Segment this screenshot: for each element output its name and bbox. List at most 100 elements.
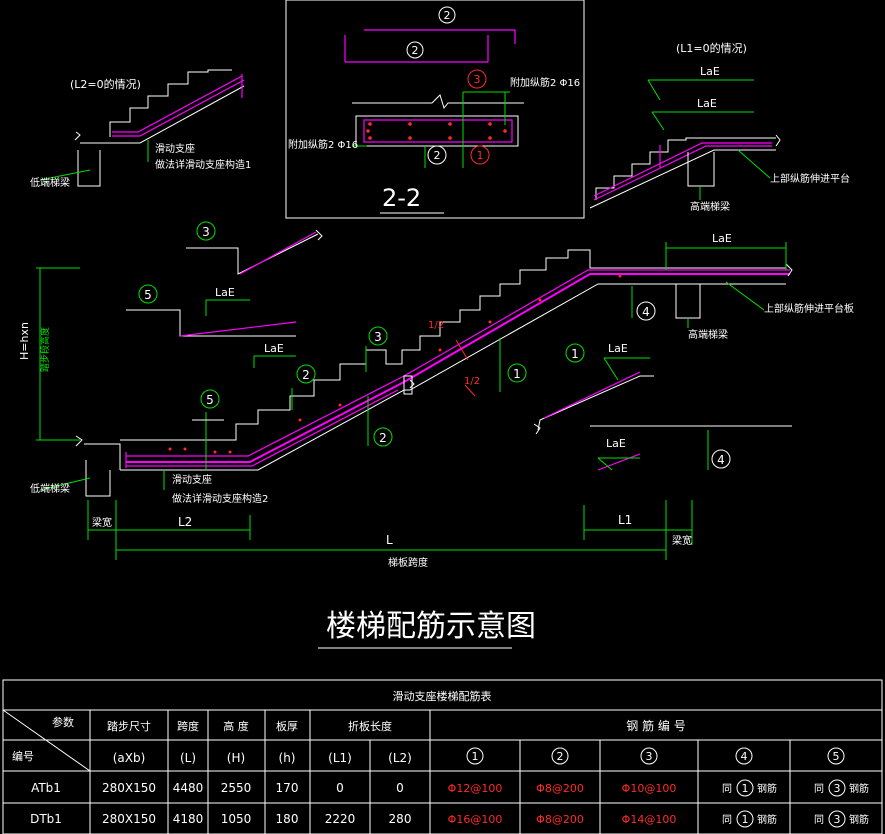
row-bar-4-post: 钢筋 <box>757 782 777 795</box>
hdr-mark-3: 3 <box>646 750 653 763</box>
upper-bar-platform-plate-label: 上部纵筋伸进平台板 <box>764 302 854 315</box>
row-bar-5-mark: 3 <box>834 813 841 826</box>
upper-bar-platform-label: 上部纵筋伸进平台 <box>770 172 850 185</box>
stair-detail-l1-zero: (L1=0的情况) LaE LaE 上部纵筋伸进平台 高端梯梁 <box>589 41 850 213</box>
height-label: H=hxn <box>18 322 31 360</box>
mark-1-main: 1 <box>513 367 521 381</box>
hdr-span: 跨度 <box>177 719 199 733</box>
main-rebar-dots <box>168 274 622 454</box>
table-row: DTb1 280X150 4180 1050 180 2220 280 Φ16@… <box>30 810 869 828</box>
span-l2-label: L2 <box>178 515 192 529</box>
lae-right-a: LaE <box>608 342 628 355</box>
mark-3-top: 3 <box>202 225 210 239</box>
hdr-mark-4: 4 <box>741 750 748 763</box>
row-span: 4180 <box>173 812 204 826</box>
note-l2-zero: (L2=0的情况) <box>70 77 141 91</box>
high-beam-label-b: 高端梯梁 <box>688 328 728 341</box>
hdr-fold-l2: (L2) <box>388 751 412 765</box>
hdr-height: 高 度 <box>223 719 249 733</box>
slide-detail-2: 做法详滑动支座构造2 <box>172 492 268 505</box>
hdr-step-sub: (aXb) <box>113 751 146 765</box>
row-l2: 0 <box>396 781 404 795</box>
hdr-bars: 钢 筋 编 号 <box>626 718 685 733</box>
lae-main-top: LaE <box>712 232 732 245</box>
hdr-fold-l1: (L1) <box>328 751 352 765</box>
slide-support-a: 滑动支座 <box>155 142 195 155</box>
mark-2-c: 2 <box>434 149 441 162</box>
lae-top-right-b: LaE <box>697 97 717 110</box>
row-bar-5-pre: 同 <box>814 814 824 826</box>
drawing-title: 楼梯配筋示意图 <box>326 609 536 644</box>
lae-mid-b: LaE <box>264 342 284 355</box>
mark-3-main: 3 <box>374 330 382 344</box>
section-label: 2-2 <box>382 184 421 212</box>
mark-2-b: 2 <box>412 44 419 57</box>
row-l1: 0 <box>336 781 344 795</box>
mark-3-red: 3 <box>474 73 481 86</box>
hdr-fold: 折板长度 <box>348 719 392 733</box>
rebar-dots <box>366 122 507 140</box>
hdr-step: 踏步尺寸 <box>107 719 151 733</box>
lae-top-right-a: LaE <box>700 65 720 78</box>
mark-2-main: 2 <box>302 368 310 382</box>
row-bar-5-mark: 3 <box>834 782 841 795</box>
mark-4-main: 4 <box>642 305 650 319</box>
row-bar-2: Φ8@200 <box>536 813 584 826</box>
slope-mark-b: 1/2 <box>464 376 480 387</box>
corner-top: 参数 <box>52 715 74 729</box>
main-stair: H=hxn 踏步段高度 低端梯梁 滑动支座 做法详滑动支座构造2 <box>18 232 854 505</box>
mark-1-red: 1 <box>477 149 484 162</box>
row-bar-1: Φ12@100 <box>448 782 503 795</box>
low-beam-label-b: 低端梯梁 <box>30 482 70 495</box>
row-bar-5-pre: 同 <box>814 783 824 795</box>
detached-bars-right: 1 LaE LaE 4 <box>533 342 792 471</box>
slide-detail-1: 做法详滑动支座构造1 <box>155 158 251 171</box>
row-thick: 170 <box>276 781 299 795</box>
table-row: ATb1 280X150 4480 2550 170 0 0 Φ12@100 Φ… <box>31 779 869 797</box>
mark-5-main: 5 <box>206 393 214 407</box>
stair-detail-l2-zero: (L2=0的情况) 低端梯梁 滑动支座 做法详滑动支座构造1 <box>30 69 251 189</box>
span-l1-label: L1 <box>618 513 632 527</box>
row-bar-4-pre: 同 <box>722 814 732 826</box>
row-bar-3: Φ10@100 <box>622 782 677 795</box>
beam-width-right: 梁宽 <box>672 534 692 547</box>
mark-4-right: 4 <box>717 453 725 467</box>
bar-number-marks: 1 2 3 4 5 <box>466 747 845 765</box>
row-bar-4-mark: 1 <box>742 782 749 795</box>
hdr-mark-2: 2 <box>557 750 564 763</box>
row-bar-1: Φ16@100 <box>448 813 503 826</box>
mark-2-lower: 2 <box>379 431 387 445</box>
lae-mid-a: LaE <box>215 286 235 299</box>
hdr-thick: 板厚 <box>276 719 298 733</box>
row-bar-4-mark: 1 <box>742 813 749 826</box>
hdr-height-sub: (H) <box>227 751 245 765</box>
row-height: 1050 <box>221 812 252 826</box>
row-l1: 2220 <box>325 812 356 826</box>
span-dimensions: 梁宽 L2 L 梯板跨度 L1 梁宽 <box>87 500 693 569</box>
mark-2-a: 2 <box>444 9 451 22</box>
row-thick: 180 <box>276 812 299 826</box>
hdr-span-sub: (L) <box>180 751 196 765</box>
row-bar-5-post: 钢筋 <box>849 813 869 826</box>
rebar-table: 滑动支座楼梯配筋表 参数 编号 踏步尺寸 (aXb) 跨度 (L) 高 度 (H… <box>2 679 883 834</box>
section-2-2-detail: 2 2 3 附加纵筋2 Φ16 附加纵筋2 Φ16 2 1 2-2 <box>285 0 585 219</box>
row-id: DTb1 <box>30 812 62 826</box>
row-step: 280X150 <box>102 812 156 826</box>
row-height: 2550 <box>221 781 252 795</box>
high-beam-label-a: 高端梯梁 <box>690 200 730 213</box>
hdr-mark-5: 5 <box>833 750 840 763</box>
beam-width-left: 梁宽 <box>92 516 112 529</box>
row-step: 280X150 <box>102 781 156 795</box>
row-bar-2: Φ8@200 <box>536 782 584 795</box>
row-bar-4-post: 钢筋 <box>757 813 777 826</box>
mark-5-top: 5 <box>144 288 152 302</box>
row-bar-3: Φ14@100 <box>622 813 677 826</box>
low-beam-label-a: 低端梯梁 <box>30 176 70 189</box>
row-span: 4480 <box>173 781 204 795</box>
mark-1-right: 1 <box>571 347 579 361</box>
hdr-mark-1: 1 <box>472 750 479 763</box>
table-title: 滑动支座楼梯配筋表 <box>393 689 492 703</box>
span-l-label: L <box>386 533 393 547</box>
hdr-thick-sub: (h) <box>279 751 296 765</box>
